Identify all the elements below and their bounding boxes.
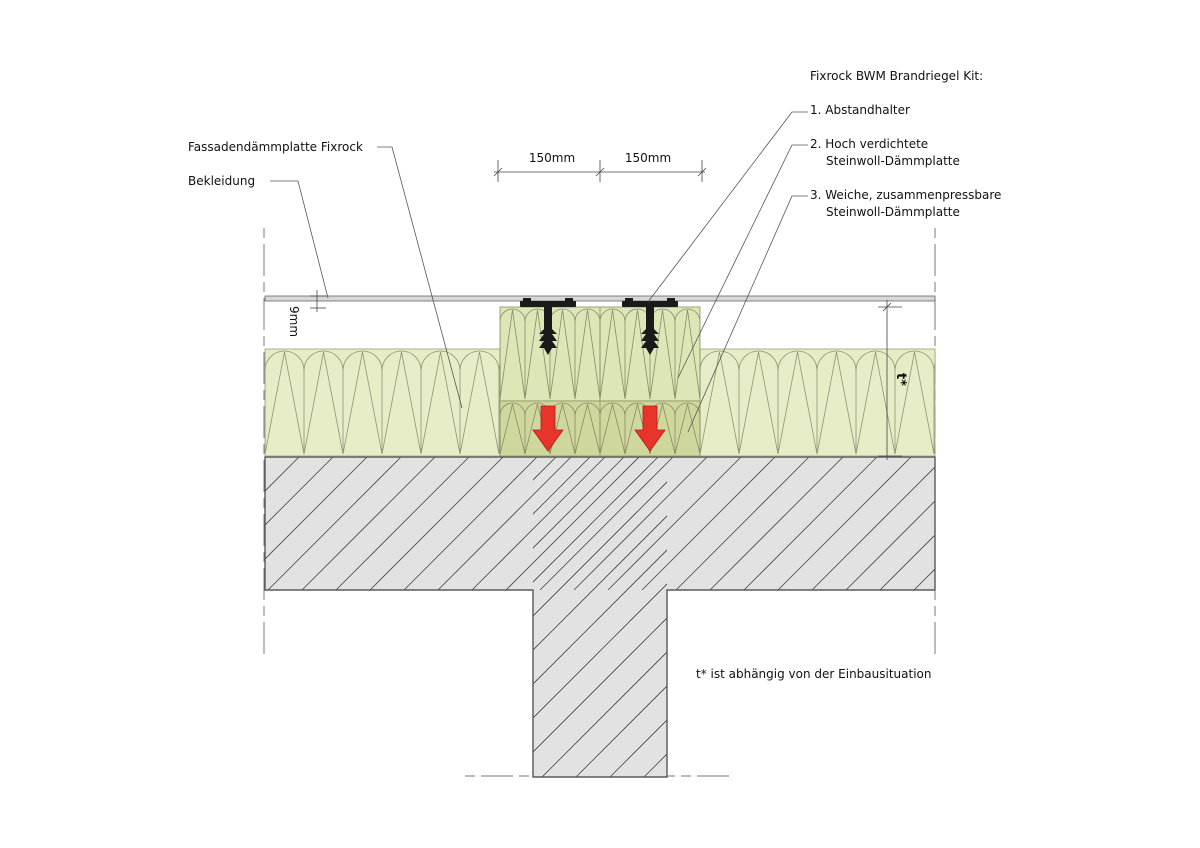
kit-item-2-line2: Steinwoll-Dämmplatte bbox=[826, 154, 960, 168]
width-dimension: 150mm 150mm bbox=[493, 151, 707, 182]
leader-lines bbox=[270, 111, 808, 433]
label-cladding: Bekleidung bbox=[188, 174, 255, 188]
compression-arrow-icon bbox=[532, 405, 564, 452]
label-insulation-board: Fassadendämmplatte Fixrock bbox=[188, 140, 363, 154]
dimension-width-right: 150mm bbox=[625, 151, 671, 165]
gap-dimension: 9mm bbox=[287, 290, 326, 337]
cladding-panel bbox=[264, 295, 936, 302]
kit-title: Fixrock BWM Brandriegel Kit: bbox=[810, 69, 983, 83]
dimension-width-left: 150mm bbox=[529, 151, 575, 165]
kit-item-1: 1. Abstandhalter bbox=[810, 103, 910, 117]
concrete-structure bbox=[264, 456, 936, 778]
thickness-dimension: t* bbox=[878, 300, 908, 460]
dimension-gap: 9mm bbox=[287, 306, 301, 337]
kit-item-3: 3. Weiche, zusammenpressbare bbox=[810, 188, 1001, 202]
spacer-anchor-icon bbox=[622, 298, 678, 355]
spacer-anchor-icon bbox=[520, 298, 576, 355]
compression-arrow-icon bbox=[634, 405, 666, 452]
dimension-thickness: t* bbox=[893, 373, 908, 386]
kit-item-2: 2. Hoch verdichtete bbox=[810, 137, 928, 151]
facade-insulation-right bbox=[699, 348, 936, 457]
footnote: t* ist abhängig von der Einbausituation bbox=[696, 667, 932, 681]
kit-item-3-line2: Steinwoll-Dämmplatte bbox=[826, 205, 960, 219]
firebreak-kit bbox=[499, 306, 701, 457]
